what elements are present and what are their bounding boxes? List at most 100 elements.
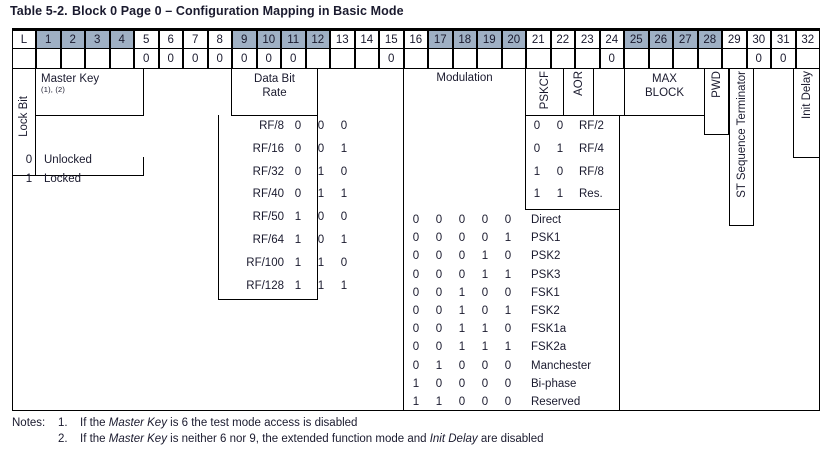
bit-value: 0: [317, 142, 325, 155]
data-bit-rate-matrix-bottom-border: [218, 299, 318, 300]
column-header-22: 22: [550, 31, 575, 49]
pskcf-legend-top-border: [525, 115, 620, 116]
value-label: FSK1a: [531, 323, 567, 336]
value-name: RF/8: [259, 120, 284, 132]
column-header-5: 5: [134, 31, 159, 49]
band-bottom-border: [12, 410, 820, 411]
data-bit-rate-right-border: [317, 69, 318, 300]
bit-value: 0: [412, 359, 420, 372]
bit-value: 1: [294, 256, 302, 269]
bit-value: 1: [481, 268, 489, 281]
modulation-label: Modulation: [436, 72, 493, 84]
zero-bit-cell-17: [428, 49, 453, 69]
zero-bit-cell-11: 0: [281, 49, 306, 69]
data-bit-rate-left-border: [231, 69, 232, 116]
value-name: RF/32: [252, 165, 284, 178]
zero-bit-cell-31: 0: [771, 49, 796, 69]
bit-value: 0: [481, 359, 489, 372]
zero-bit-cell-l: [12, 49, 36, 69]
bit-value: 0: [435, 377, 443, 390]
value-label: Manchester: [531, 359, 592, 372]
bit-value: 0: [435, 341, 443, 354]
value-label: PSK1: [531, 232, 561, 245]
notes-lead-label: Notes:: [12, 417, 46, 429]
bit-value: 0: [556, 165, 564, 178]
bit-value: 1: [481, 341, 489, 354]
value-name: RF/16: [252, 142, 284, 155]
lock-legend-left-border: [35, 115, 36, 176]
column-header-30: 30: [746, 31, 771, 49]
bit-value: 0: [504, 377, 512, 390]
bit-value: 1: [317, 256, 325, 269]
value-label: RF/2: [579, 120, 604, 132]
bit-value: 0: [294, 142, 302, 155]
data-bit-rate-header-bottom: [231, 115, 318, 116]
column-header-16: 16: [403, 31, 428, 49]
column-header-1: 1: [36, 31, 61, 49]
zero-bit-cell-9: 0: [232, 49, 257, 69]
bit-value: 0: [458, 396, 466, 408]
value-name: RF/64: [252, 234, 284, 246]
modulation-right-border: [525, 69, 526, 116]
column-header-24: 24: [599, 31, 624, 49]
zero-bit-cell-16: [403, 49, 428, 69]
bit-value: 0: [504, 286, 512, 299]
zero-bit-cell-25: [624, 49, 649, 69]
column-header-15: 15: [379, 31, 404, 49]
st-sequence-right-border: [753, 69, 754, 226]
column-header-26: 26: [648, 31, 673, 49]
bit-value: 1: [294, 234, 302, 246]
bit-value: 0: [458, 359, 466, 372]
column-header-27: 27: [673, 31, 698, 49]
bit-value: 0: [294, 120, 302, 132]
bit-value: 0: [435, 323, 443, 336]
zero-bit-cell-13: [330, 49, 355, 69]
zero-bit-cell-8: 0: [207, 49, 232, 69]
column-header-10: 10: [256, 31, 281, 49]
lock-legend-right-border: [143, 157, 144, 176]
bit-value: 0: [435, 268, 443, 281]
max-block-left-border: [624, 69, 625, 116]
bit-value: 0: [458, 250, 466, 263]
column-header-l: L: [12, 31, 36, 49]
zero-bit-cell-15: 0: [379, 49, 404, 69]
bit-value: 0: [340, 120, 348, 132]
master-key-bottom-border: [35, 115, 144, 116]
table-number: Table 5-2.: [10, 4, 68, 18]
band-right-border: [819, 69, 820, 411]
note-text: If the Master Key is neither 6 nor 9, th…: [80, 433, 544, 445]
column-header-31: 31: [771, 31, 796, 49]
zero-bit-cell-22: [550, 49, 575, 69]
bit-value: 1: [556, 142, 564, 155]
pskcf-legend-right-border: [619, 115, 620, 210]
zero-bit-cell-28: [697, 49, 722, 69]
bit-value: 0: [412, 232, 420, 245]
zero-bit-cell-20: [501, 49, 526, 69]
value-name: RF/100: [246, 256, 284, 269]
table-top-rule: [12, 28, 820, 31]
modulation-matrix-right-border: [619, 209, 620, 410]
init-delay-bottom-border: [793, 157, 820, 158]
bit-value: 0: [458, 377, 466, 390]
master-key-right-border: [143, 69, 144, 116]
column-header-8: 8: [207, 31, 232, 49]
bit-value: 1: [458, 305, 466, 317]
bit-value: 0: [412, 214, 420, 226]
st-sequence-left-border: [729, 69, 730, 226]
bit-value: 0: [435, 286, 443, 299]
bit-value: 0: [317, 120, 325, 132]
modulation-left-border: [403, 69, 404, 410]
note-number: 2.: [58, 433, 68, 445]
note-row: Notes:1.If the Master Key is 6 the test …: [12, 417, 812, 433]
zero-bit-cell-2: [60, 49, 85, 69]
bit-value: 0: [556, 120, 564, 132]
zero-bit-cell-14: [354, 49, 379, 69]
value-label: Reserved: [531, 396, 581, 408]
column-header-13: 13: [330, 31, 355, 49]
bit-value: 0: [412, 286, 420, 299]
bit-value: 1: [317, 165, 325, 178]
bit-value: 0: [481, 396, 489, 408]
bit-value: 1: [481, 323, 489, 336]
data-bit-rate-label: Data Bit Rate: [254, 73, 295, 99]
